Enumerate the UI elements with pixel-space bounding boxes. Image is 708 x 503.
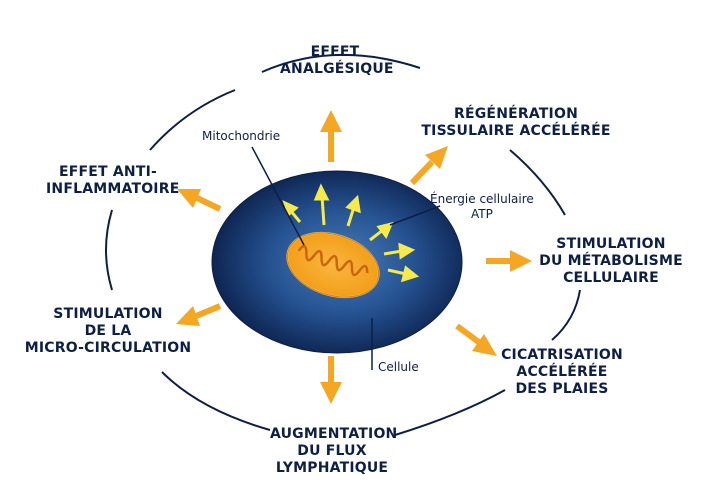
effect-micro-circulation-line3: MICRO-CIRCULATION [24,340,192,356]
effect-lymphatic-flow-line2: DU FLUX [297,443,367,459]
ring-segment-bottom-left [161,371,271,431]
energy-label-line1: Énergie cellulaire [430,192,534,206]
ring-segment-bottom-right [394,389,506,436]
energy-label-line2: ATP [470,207,493,221]
effect-wound-healing: CICATRISATION ACCÉLÉRÉE DES PLAIES [497,347,627,398]
effect-wound-healing-line2: ACCÉLÉRÉE [516,364,608,380]
effect-anti-inflammatory-line1: EFFET ANTI- [59,164,157,180]
leader-lines [251,146,441,370]
effect-lymphatic-flow-line3: LYMPHATIQUE [275,460,389,476]
energy-label: Énergie cellulaire ATP [430,192,534,222]
inner-arrows [282,183,420,283]
effect-anti-inflammatory-line2: INFLAMMATOIRE [46,181,180,197]
mitochondria-leader [251,146,305,246]
ring-segment-top-left [149,89,236,151]
effect-analgesic-line1: EFFET [310,44,360,60]
arrow-up-left [177,189,222,212]
inner-arrow [345,194,361,227]
inner-arrow [383,242,416,260]
arrow-up [320,110,342,162]
effect-micro-circulation: STIMULATION DE LA MICRO-CIRCULATION [24,306,192,357]
inner-arrow [282,200,302,223]
ring-segment-right [551,289,581,341]
effect-cell-metabolism-line1: STIMULATION [556,236,666,252]
cell-label: Cellule [378,360,419,374]
inner-arrow [313,183,330,226]
inner-arrow [387,265,420,283]
ring-segment-top [261,53,421,73]
effect-analgesic: EFFET ANALGÉSIQUE [280,44,394,78]
arrow-down [320,356,342,404]
effect-analgesic-line2: ANALGÉSIQUE [280,61,394,77]
effect-anti-inflammatory: EFFET ANTI- INFLAMMATOIRE [46,164,180,198]
ring-segment-left [105,209,113,291]
inner-arrow [369,221,394,242]
arrow-down-left [176,303,222,326]
arrow-up-right [409,146,448,186]
effect-cell-metabolism-line3: CELLULAIRE [563,270,659,286]
outer-arrows [176,110,532,404]
effect-wound-healing-line3: DES PLAIES [515,381,609,397]
effect-lymphatic-flow: AUGMENTATION DU FLUX LYMPHATIQUE [270,426,398,477]
outer-ring [105,53,581,436]
energy-leader [389,205,441,226]
effect-tissue-regeneration-line1: RÉGÉNÉRATION [454,106,578,122]
effect-wound-healing-line1: CICATRISATION [501,347,623,363]
effect-tissue-regeneration: RÉGÉNÉRATION TISSULAIRE ACCÉLÉRÉE [416,106,616,140]
mitochondria-label: Mitochondrie [202,129,281,143]
mitochondria [286,231,380,299]
effect-lymphatic-flow-line1: AUGMENTATION [270,426,398,442]
arrow-right [486,250,532,272]
effect-micro-circulation-line1: STIMULATION [53,306,163,322]
ring-segment-top-right [509,149,566,216]
arrow-down-right [455,323,497,356]
effect-tissue-regeneration-line2: TISSULAIRE ACCÉLÉRÉE [421,123,611,139]
effect-cell-metabolism: STIMULATION DU MÉTABOLISME CELLULAIRE [536,236,686,287]
effect-cell-metabolism-line2: DU MÉTABOLISME [539,253,683,269]
effect-micro-circulation-line2: DE LA [84,323,132,339]
